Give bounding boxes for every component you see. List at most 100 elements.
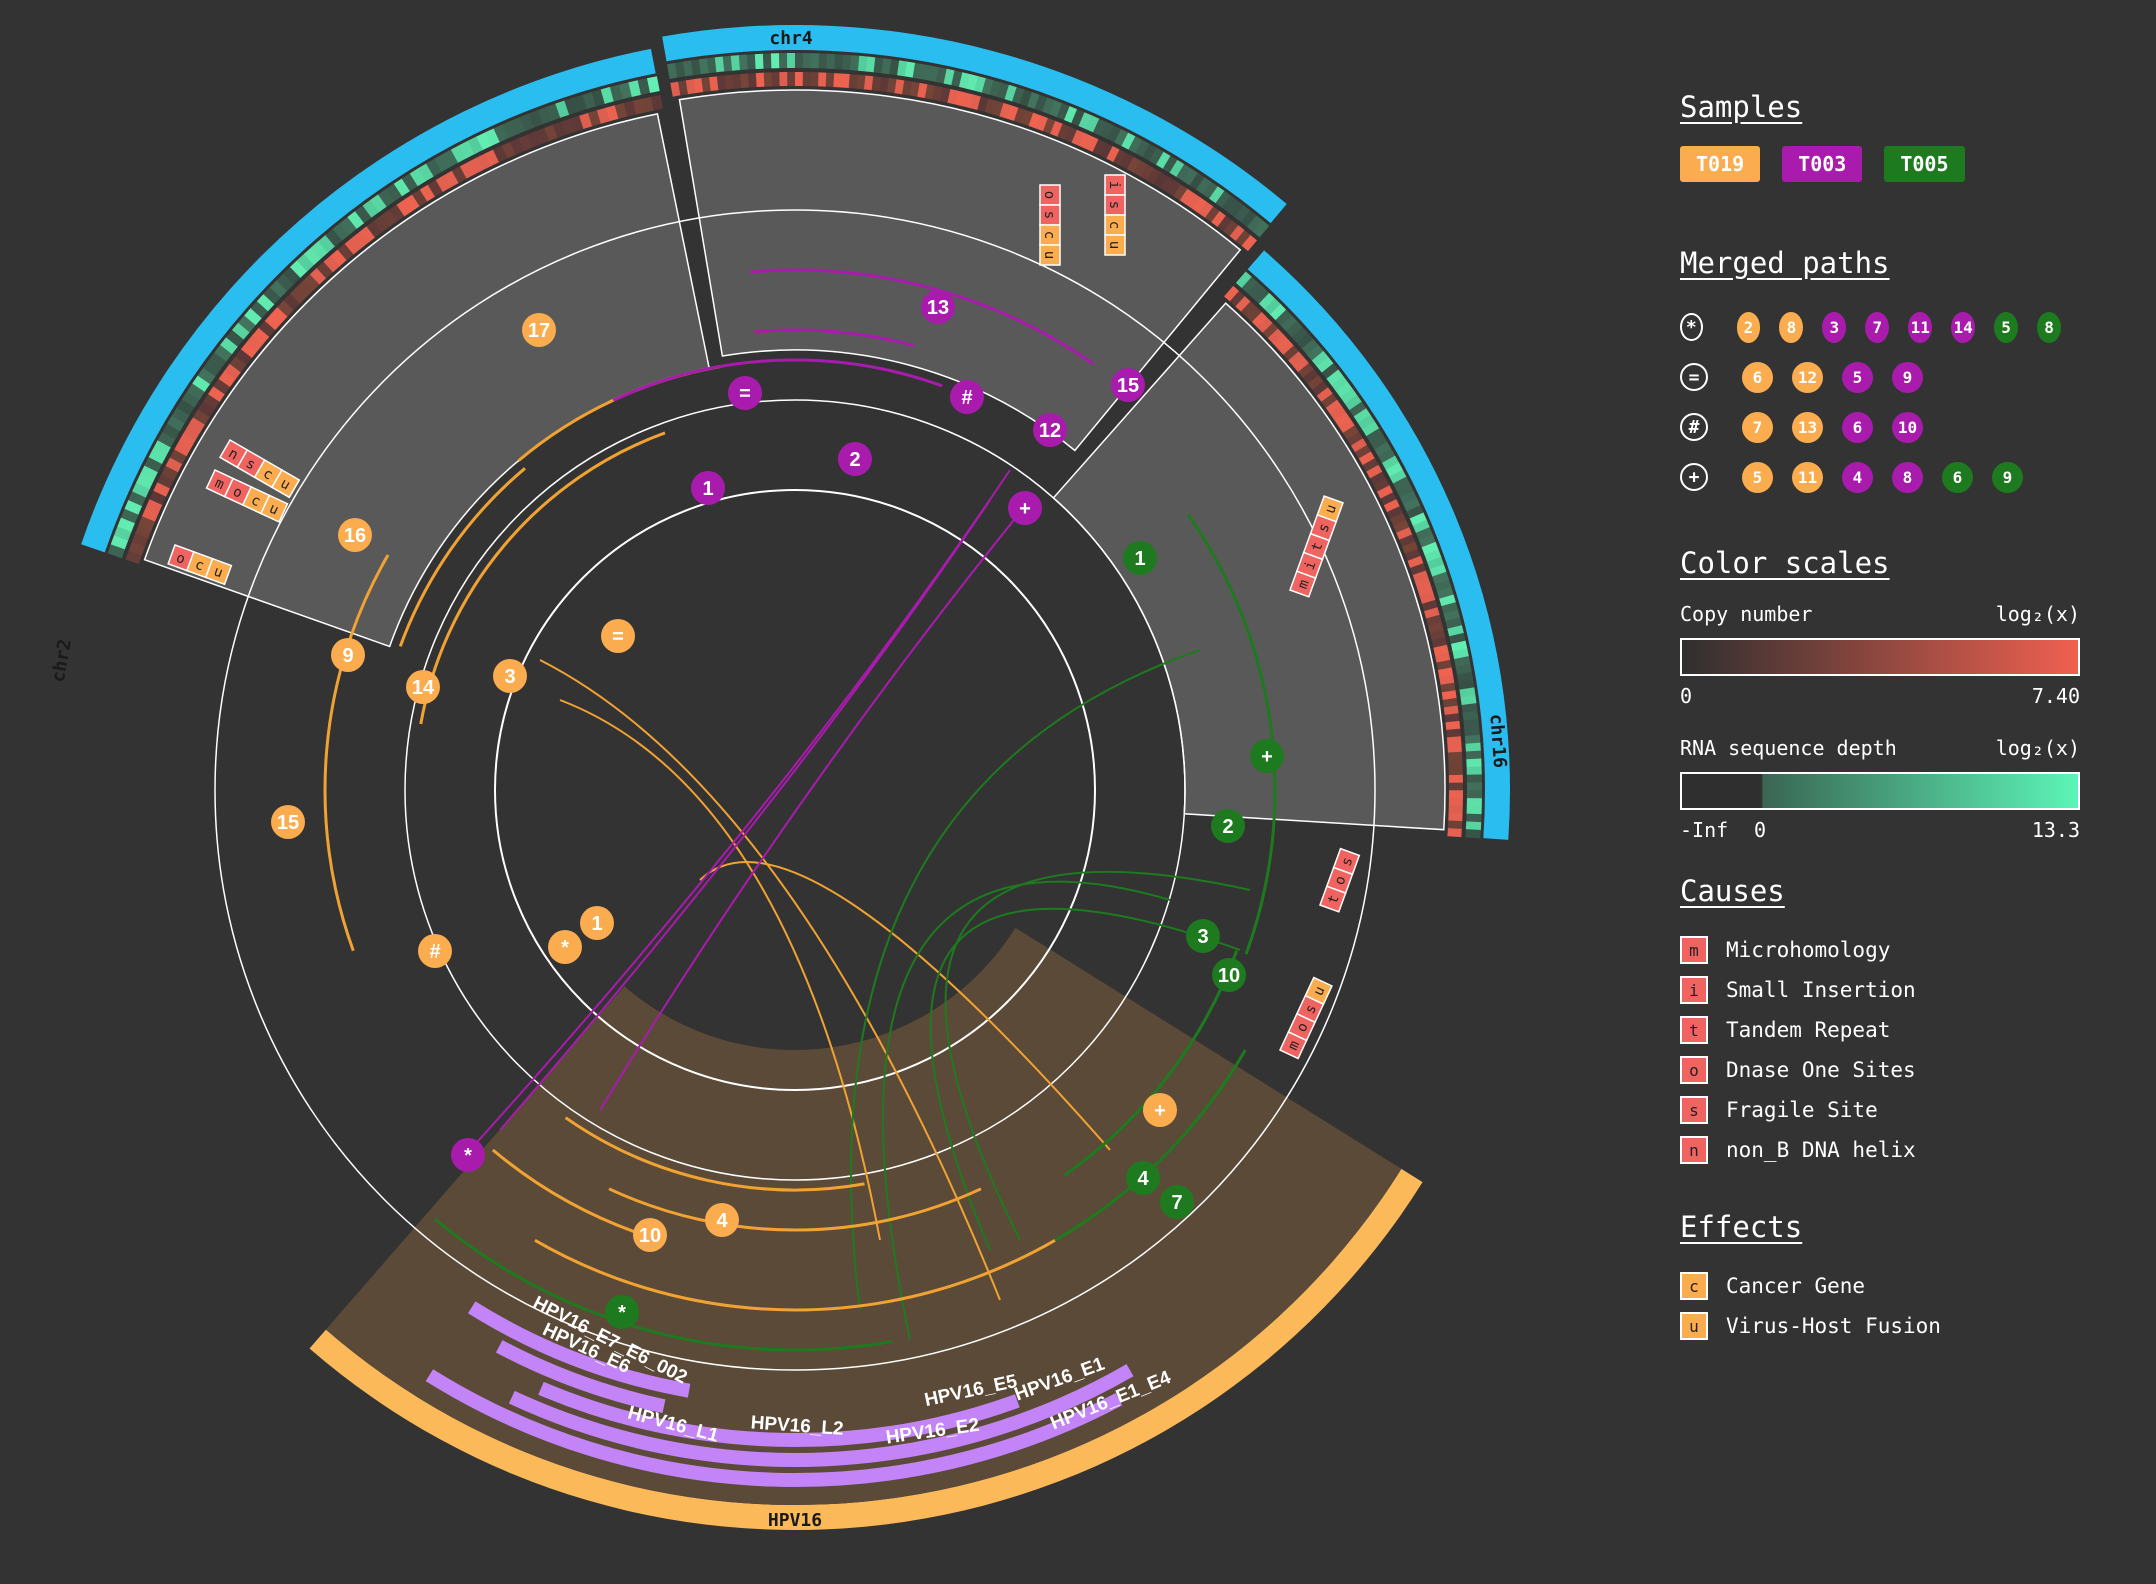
- merged-path-dot[interactable]: 3: [1822, 311, 1847, 343]
- copy-number-cell: [366, 220, 383, 238]
- copy-number-cell: [1446, 736, 1462, 746]
- sector-tracks: [107, 53, 1482, 1371]
- merged-path-dot[interactable]: 6: [1842, 411, 1873, 443]
- cause-box-code: c: [1041, 231, 1057, 239]
- copy-number-cell: [1071, 129, 1085, 146]
- copy-number-cell: [740, 73, 750, 89]
- copy-number-cell: [1440, 682, 1456, 693]
- copy-number-cell: [1362, 458, 1379, 473]
- merged-path-dot[interactable]: 8: [2037, 311, 2062, 343]
- chromosome-label-hpv: HPV16: [768, 1510, 822, 1531]
- sector-panel: [678, 89, 1242, 452]
- copy-number-cell: [443, 170, 460, 188]
- merged-path-dot[interactable]: 14: [1951, 311, 1976, 343]
- color-scales-title: Color scales: [1680, 546, 1890, 580]
- rna-depth-cell: [510, 116, 526, 135]
- merged-path-dot[interactable]: 5: [1742, 461, 1773, 493]
- copy-number-cell: [856, 74, 866, 90]
- copy-number-cell: [1433, 644, 1449, 656]
- copy-number-cell: [138, 515, 156, 531]
- rna-depth-cell: [698, 58, 710, 75]
- rna-depth-cell: [770, 53, 780, 69]
- merged-path-dot[interactable]: 11: [1908, 311, 1933, 343]
- copy-number-cell: [1050, 120, 1064, 137]
- merged-path-dot[interactable]: 7: [1865, 311, 1890, 343]
- rna-depth-cell: [238, 314, 257, 333]
- copy-number-cell: [1298, 363, 1315, 379]
- rna-depth-cell: [171, 406, 190, 424]
- rna-depth-cell: [746, 54, 757, 70]
- copy-number-cell: [755, 72, 765, 88]
- copy-number-cell: [1404, 548, 1421, 562]
- rna-depth-cell: [1421, 541, 1439, 556]
- copy-number-cell: [886, 78, 898, 94]
- copy-number-cell: [492, 145, 508, 163]
- causes-title: Causes: [1680, 874, 1785, 908]
- merged-path-dot[interactable]: 10: [1892, 411, 1923, 443]
- merged-path-dot[interactable]: 6: [1742, 361, 1773, 393]
- path-marker-dot: [1211, 809, 1245, 843]
- samples-title: Samples: [1680, 90, 1803, 124]
- rna-depth-cell: [362, 199, 380, 218]
- path-marker-label: 15: [1117, 375, 1139, 397]
- rna-depth-cell: [166, 415, 186, 432]
- rna-depth-cell: [132, 482, 150, 498]
- rna-depth-cell: [786, 53, 796, 69]
- copy-number-cell: [924, 84, 936, 100]
- link-curve: [944, 870, 1251, 1241]
- rna-depth-cell: [1264, 298, 1281, 316]
- copy-number-cell: [169, 448, 187, 465]
- sample-chip-t003[interactable]: T003: [1782, 146, 1863, 182]
- copy-number-cell: [1288, 351, 1305, 367]
- link-curve: [699, 861, 1111, 1151]
- rna-depth-cell: [140, 465, 159, 481]
- path-marker-label: =: [739, 383, 751, 405]
- merged-path-dot[interactable]: 5: [1842, 361, 1873, 393]
- merged-path-dot[interactable]: 12: [1792, 361, 1823, 393]
- ring-middle: [404, 399, 1186, 1181]
- rna-depth-cell: [1466, 766, 1482, 776]
- rna-depth-cell: [1454, 656, 1471, 668]
- path-arc: [564, 1116, 865, 1192]
- copy-number-cell: [1437, 667, 1454, 678]
- merged-path-dot[interactable]: 8: [1892, 461, 1923, 493]
- merged-path-dot[interactable]: 11: [1792, 461, 1823, 493]
- rna-depth-cell: [1176, 164, 1192, 182]
- merged-path-dot[interactable]: 9: [1892, 361, 1923, 393]
- merged-path-dot[interactable]: 9: [1992, 461, 2023, 493]
- rna-depth-cell: [1427, 556, 1445, 570]
- rna-depth-cell: [865, 56, 876, 73]
- rna-depth-cell: [214, 344, 233, 362]
- rna-depth-cell: [1085, 115, 1100, 133]
- merged-path-dot[interactable]: 2: [1736, 311, 1761, 343]
- copy-number-cell: [1235, 230, 1251, 247]
- sample-chip-t019[interactable]: T019: [1680, 146, 1761, 182]
- copy-number-cell: [871, 76, 882, 92]
- merged-path-dot[interactable]: 13: [1792, 411, 1823, 443]
- copy-number-cell: [825, 72, 835, 88]
- merged-path-dot[interactable]: 6: [1942, 461, 1973, 493]
- copy-number-cell: [716, 75, 727, 91]
- copy-number-cell: [145, 498, 163, 514]
- copy-number-cell: [1373, 478, 1390, 493]
- copy-number-cell: [1412, 570, 1429, 583]
- rna-depth-cell: [682, 60, 694, 77]
- rna-depth-cell: [347, 210, 365, 229]
- copy-number-cell: [197, 401, 215, 418]
- copy-number-cell: [779, 72, 788, 87]
- merged-path-dot[interactable]: 5: [1994, 311, 2019, 343]
- merged-path-dot[interactable]: 7: [1742, 411, 1773, 443]
- sample-chip-t005[interactable]: T005: [1884, 146, 1965, 182]
- path-arc: [398, 467, 526, 647]
- rna-depth-cell: [502, 120, 518, 139]
- rna-depth-cell: [1466, 805, 1482, 815]
- merged-path-dot[interactable]: 4: [1842, 461, 1873, 493]
- merged-path-dot[interactable]: 8: [1779, 311, 1804, 343]
- copy-number-cell: [1447, 751, 1463, 761]
- copy-number-cell: [258, 320, 276, 337]
